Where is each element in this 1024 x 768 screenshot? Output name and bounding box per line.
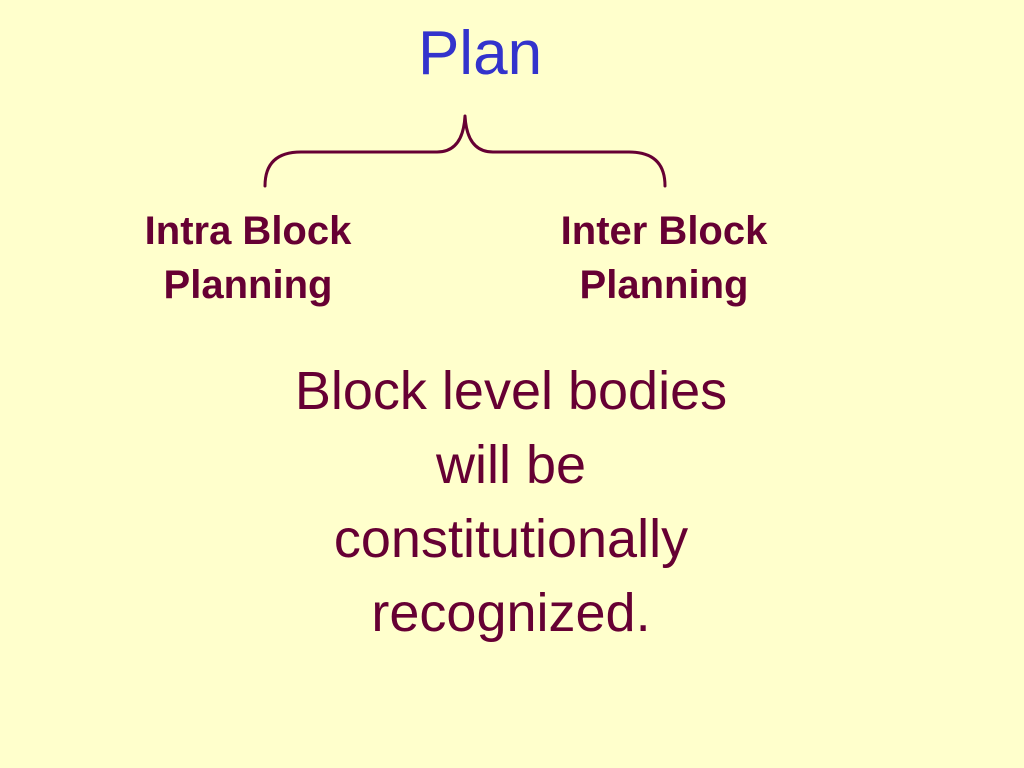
branch-inter-block-planning: Inter Block Planning — [514, 204, 814, 312]
body-line: Block level bodies — [294, 361, 728, 421]
body-line: constitutionally — [333, 509, 689, 569]
branch-label-line: Planning — [579, 263, 749, 307]
branch-label-line: Inter Block — [560, 209, 768, 253]
body-statement: Block level bodies will be constitutiona… — [211, 354, 811, 650]
branch-intra-block-planning: Intra Block Planning — [98, 204, 398, 312]
curly-brace-connector — [263, 114, 667, 188]
branch-label-line: Intra Block — [144, 209, 352, 253]
body-line: will be — [435, 435, 587, 495]
slide-title: Plan — [417, 19, 543, 88]
branch-label-line: Planning — [163, 263, 333, 307]
body-line: recognized. — [371, 583, 651, 643]
